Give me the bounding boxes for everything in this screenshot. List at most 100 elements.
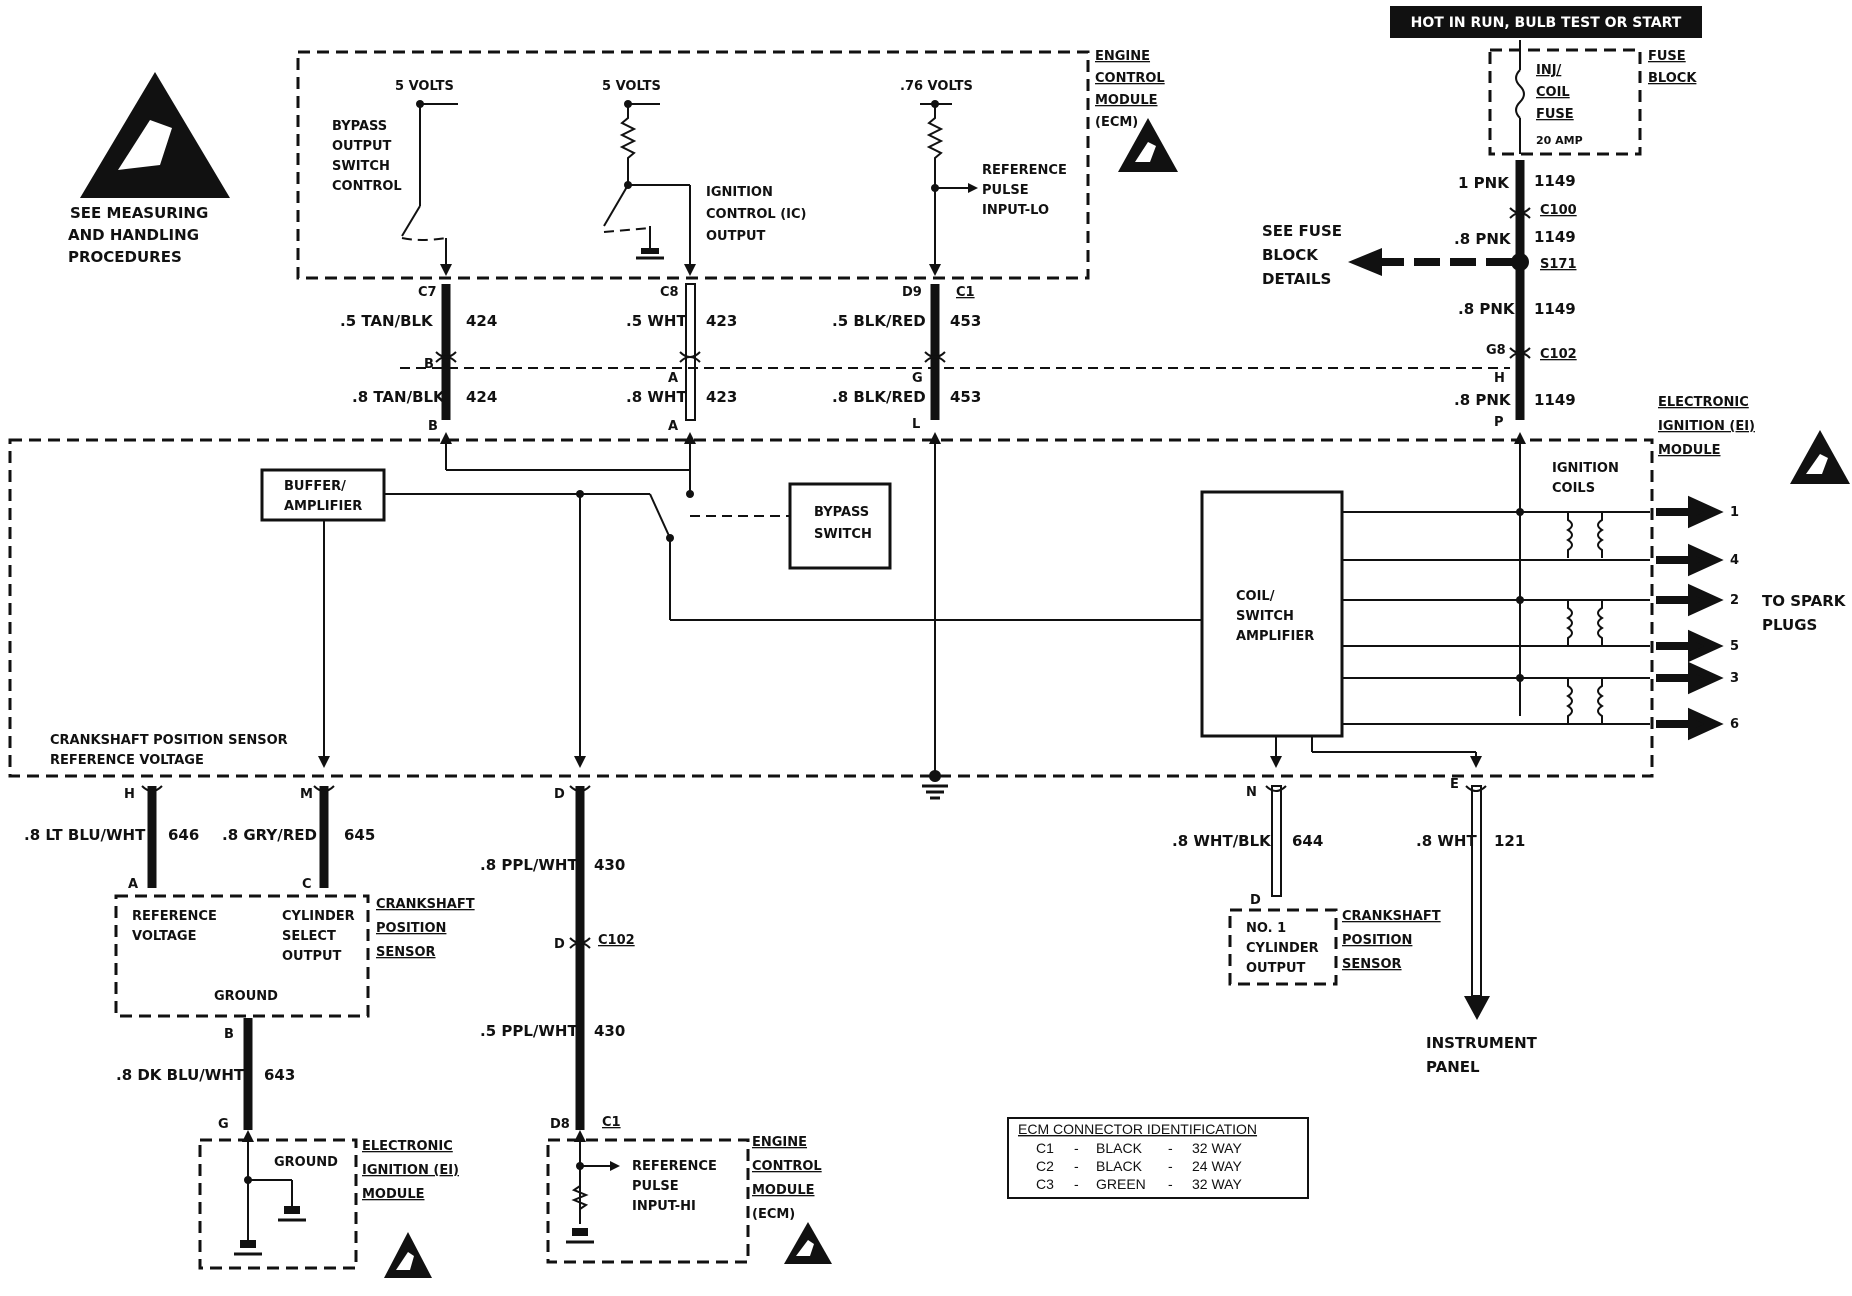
ic-line-2: CONTROL (IC) [706,207,806,222]
ei-pin-l: L [912,417,920,432]
fuse-p: P [1494,415,1504,430]
pin-e: E [1450,777,1459,792]
ei-title-3: MODULE [1658,443,1721,458]
ecm-row-3-col-3: GREEN [1096,1176,1146,1192]
ckp-ref-volt-1: REFERENCE [132,909,217,924]
bypass-line-1: BYPASS [332,119,387,134]
wire-430b: .5 PPL/WHT [480,1022,578,1040]
ckp-ref-1: CRANKSHAFT POSITION SENSOR [50,733,288,748]
pin-h: H [124,787,135,802]
wire-644: .8 WHT/BLK [1172,832,1272,850]
coil-switch-line-3: AMPLIFIER [1236,629,1314,644]
circuit-645: 645 [344,826,375,844]
ei-bottom-ground-symbol [234,1130,306,1256]
circuit-424-upper: 424 [466,312,497,330]
coil-switch-line-1: COIL/ [1236,589,1275,604]
ecm-row-1-col-2: - [1074,1140,1079,1156]
circuit-646: 646 [168,826,199,844]
esd-icon-ei [1790,430,1850,484]
ecm-bottom-title-3: MODULE [752,1183,815,1198]
fuse-c100: C100 [1540,203,1577,218]
pin-b-ckp: B [224,1027,234,1042]
ecm-conn-box [1007,1117,1309,1199]
ignition-coils-2: COILS [1552,481,1595,496]
ecm-bottom-line-1: REFERENCE [632,1159,717,1174]
instrument-panel-1: INSTRUMENT [1426,1034,1538,1052]
ic-line-1: IGNITION [706,185,773,200]
bypass-line-2: OUTPUT [332,139,392,154]
ecm-top-title-4: (ECM) [1095,115,1138,130]
buffer-line-2: AMPLIFIER [284,499,362,514]
ckp2-line-1: NO. 1 [1246,921,1286,936]
wire-453-upper: .5 BLK/RED [832,312,926,330]
ei-bottom-title-3: MODULE [362,1187,425,1202]
ecm-row-1-col-4: - [1168,1140,1173,1156]
ei-module-box [8,438,1654,778]
fuse-circuit-1: 1149 [1534,172,1576,190]
ckp-ground: GROUND [214,989,278,1004]
c102-d: D [554,937,565,952]
fuse-line-2: COIL [1536,85,1570,100]
spark-label-1: TO SPARK [1762,592,1847,610]
wire-121: .8 WHT [1416,832,1477,850]
spark-6: 6 [1730,717,1739,732]
wire-423-lower: .8 WHT [626,388,687,406]
ecm-top-title-1: ENGINE [1095,49,1150,64]
fuse-wire-3: .8 PNK [1458,300,1516,318]
top-wire-harness [400,283,1510,444]
ecm-volt-2: 5 VOLTS [602,79,661,94]
pin-c7: C7 [418,285,437,300]
circuit-453-upper: 453 [950,312,981,330]
ckp2-title-1: CRANKSHAFT [1342,909,1441,924]
ei-internal-wiring [318,444,1650,800]
spark-3: 3 [1730,671,1739,686]
fuse-circuit-3: 1149 [1534,300,1576,318]
ecm-top-circuits [401,100,978,276]
pin-c1-bottom: C1 [602,1115,621,1130]
warning-line-3: PROCEDURES [68,248,182,266]
spark-1: 1 [1730,505,1739,520]
esd-warning-icon [80,72,230,198]
ei-bottom-ground: GROUND [274,1155,338,1170]
ignition-coils-1: IGNITION [1552,461,1619,476]
pin-c8: C8 [660,285,679,300]
circuit-430a: 430 [594,856,625,874]
fuse-line-1: INJ/ [1536,63,1562,78]
coil-switch-amplifier-box [1200,490,1344,738]
ref-lo-line-3: INPUT-LO [982,203,1049,218]
wire-645: .8 GRY/RED [222,826,317,844]
ecm-conn-rows: C1 - BLACK - 32 WAY C2 - BLACK - 24 WAY … [1036,1140,1242,1192]
ei-bottom-title-2: IGNITION (EI) [362,1163,459,1178]
ckp2-line-2: CYLINDER [1246,941,1319,956]
ecm-row-3-col-1: C3 [1036,1176,1054,1192]
fuse-wire-1: 1 PNK [1458,174,1510,192]
buffer-line-1: BUFFER/ [284,479,346,494]
see-fuse-2: BLOCK [1262,246,1319,264]
ckp-sensor2-box [1228,908,1338,986]
conn-pin-a: A [668,371,678,386]
esd-icon-ei-bottom [384,1232,432,1278]
fuse-block-box [1488,48,1642,156]
pin-d: D [554,787,565,802]
fuse-icon [1515,40,1525,154]
ecm-row-1-col-3: BLACK [1096,1140,1143,1156]
pin-c1-top: C1 [956,285,975,300]
spark-4: 4 [1730,553,1739,568]
fuse-c102: C102 [1540,347,1577,362]
pin-n: N [1246,785,1257,800]
ecm-top-box [296,50,1090,280]
power-header: HOT IN RUN, BULB TEST OR START [1411,15,1682,31]
fuse-g8: G8 [1486,343,1506,358]
pin-d8: D8 [550,1117,570,1132]
ecm-bottom-title-1: ENGINE [752,1135,807,1150]
instrument-panel-2: PANEL [1426,1058,1480,1076]
ckp-cyl-3: OUTPUT [282,949,342,964]
pin-g-ei: G [218,1117,229,1132]
ecm-row-1-col-1: C1 [1036,1140,1054,1156]
wire-643: .8 DK BLU/WHT [116,1066,245,1084]
esd-icon-ecm-bottom [784,1222,832,1264]
fuse-feed-wire [1348,160,1531,444]
fuse-line-3: FUSE [1536,107,1574,122]
circuit-430b: 430 [594,1022,625,1040]
wire-453-lower: .8 BLK/RED [832,388,926,406]
